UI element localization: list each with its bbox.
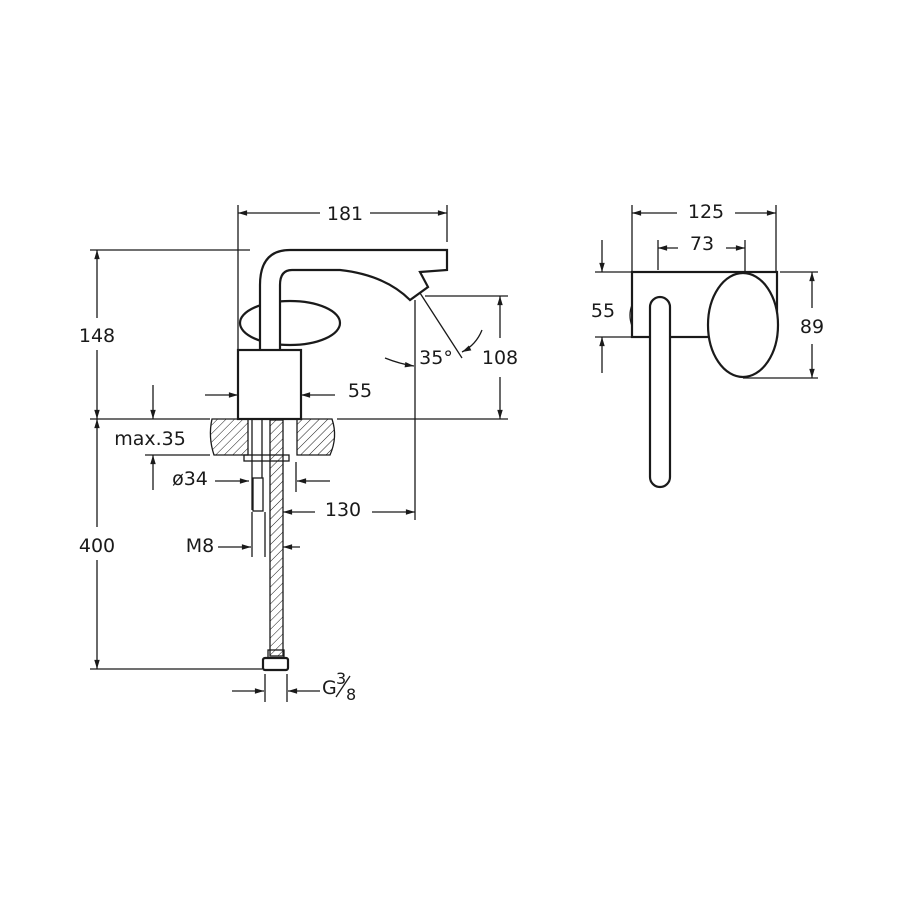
countertop-section [209, 418, 336, 456]
faucet-body [236, 348, 303, 421]
dim-hose-length: 400 [79, 535, 115, 557]
threaded-stud [252, 477, 264, 512]
flexible-hose [269, 419, 284, 657]
dim-handle-width: 89 [800, 316, 824, 338]
hose-nut [261, 656, 290, 672]
dim-base-width: 55 [591, 300, 615, 322]
lever-handle [238, 299, 342, 347]
top-view: 125 73 55 89 [591, 201, 824, 489]
dim-total-height: 148 [79, 325, 115, 347]
spout-top [648, 295, 672, 489]
side-view: 181 148 400 55 108 35° max.35 ø34 [79, 203, 518, 704]
dim-hose-connection: G 3 8 [322, 669, 356, 704]
svg-text:8: 8 [346, 685, 356, 704]
dim-spout-height: 108 [482, 347, 518, 369]
mounting-flange [243, 454, 290, 462]
dim-body-width: 55 [348, 380, 372, 402]
dim-total-length: 125 [688, 201, 724, 223]
dim-spout-angle: 35° [419, 347, 453, 369]
dim-counter-thickness: max.35 [114, 428, 186, 450]
dim-stud-thread: M8 [186, 535, 214, 557]
svg-text:G: G [322, 677, 337, 699]
dim-spout-reach: 130 [325, 499, 361, 521]
dim-total-width: 181 [327, 203, 363, 225]
spout [258, 248, 449, 354]
dim-handle-offset: 73 [690, 233, 714, 255]
lever-handle-top [706, 271, 780, 379]
dim-hole-diameter: ø34 [172, 468, 208, 490]
svg-text:3: 3 [336, 669, 346, 688]
